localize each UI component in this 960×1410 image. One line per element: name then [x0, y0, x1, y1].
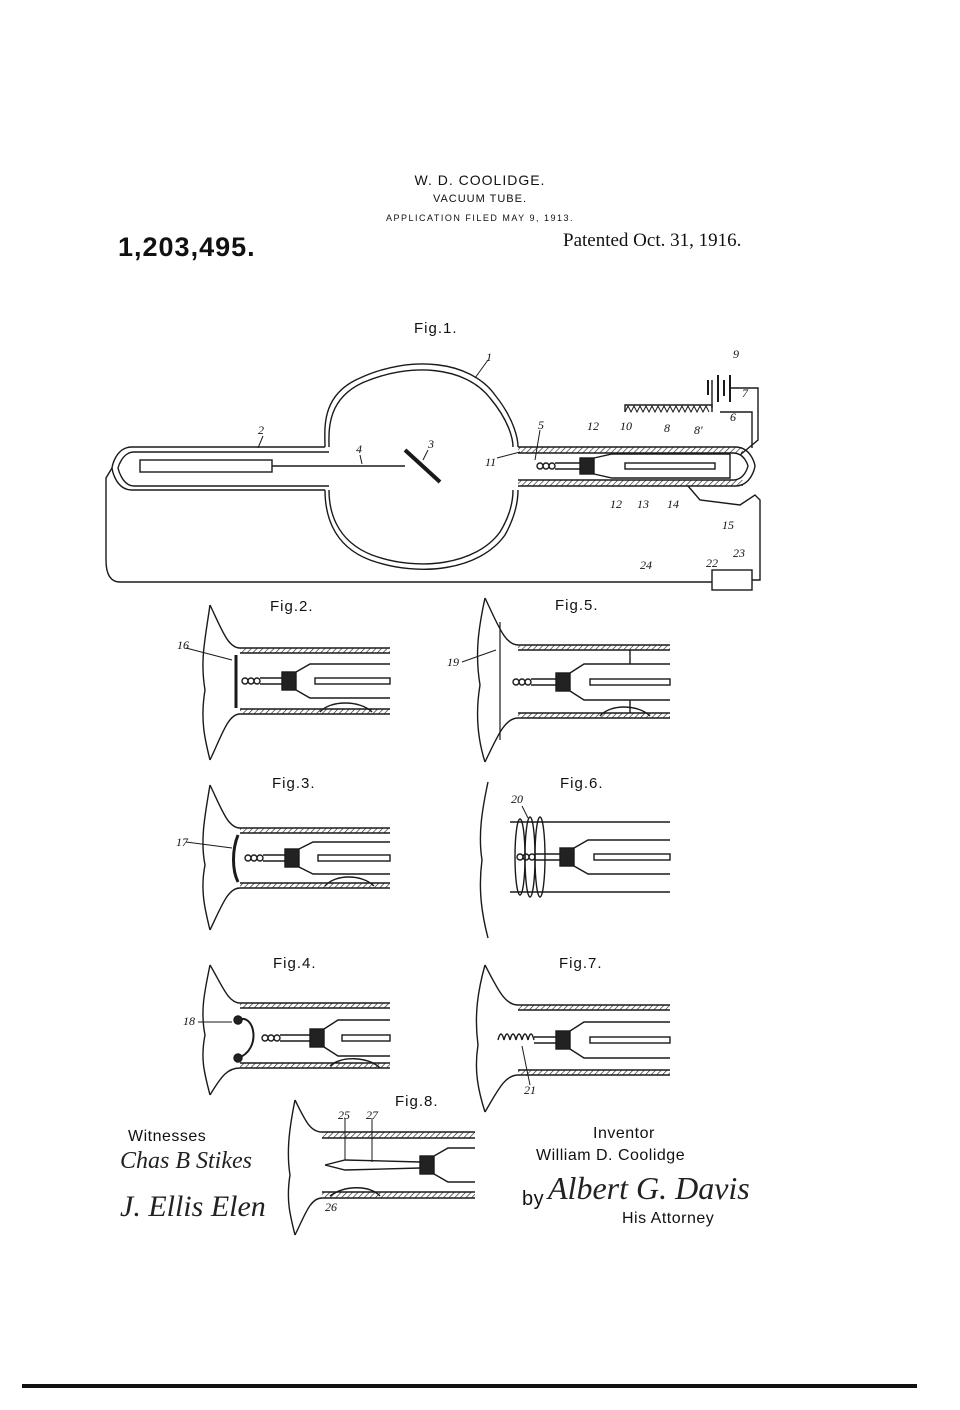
by-label: by — [522, 1188, 545, 1210]
ref-numeral: 13 — [637, 497, 649, 511]
ref-numeral: 12 — [610, 497, 622, 511]
figure-2-drawing — [185, 604, 391, 761]
witness-signature-2: J. Ellis Elen — [120, 1190, 266, 1223]
ref-numeral: 4 — [356, 442, 362, 456]
figure-3-label: Fig.3. — [272, 775, 316, 792]
ref-numeral: 3 — [428, 437, 434, 451]
patented-date: Patented Oct. 31, 1916. — [563, 230, 742, 251]
ref-numeral: 27 — [366, 1108, 378, 1122]
ref-numeral: 15 — [722, 518, 734, 532]
figure-8-label: Fig.8. — [395, 1093, 439, 1110]
figure-1-label: Fig.1. — [414, 320, 458, 337]
figure-7-label: Fig.7. — [559, 955, 603, 972]
figure-3-drawing — [185, 784, 391, 931]
attorney-label: His Attorney — [622, 1210, 715, 1227]
figure-4-drawing — [198, 964, 391, 1096]
figure-7-drawing — [475, 964, 671, 1113]
witness-signature-1: Chas B Stikes — [120, 1148, 252, 1174]
ref-numeral: 21 — [524, 1083, 536, 1097]
ref-numeral: 18 — [183, 1014, 195, 1028]
ref-numeral: 7 — [742, 386, 748, 400]
inventor-name: William D. Coolidge — [536, 1147, 686, 1164]
figure-6-drawing — [479, 781, 671, 939]
ref-numeral: 5 — [538, 418, 544, 432]
figure-6-label: Fig.6. — [560, 775, 604, 792]
ref-numeral: 1 — [486, 350, 492, 364]
figure-5-label: Fig.5. — [555, 597, 599, 614]
ref-numeral: 10 — [620, 419, 632, 433]
inventor-label: Inventor — [593, 1125, 655, 1142]
ref-numeral: 25 — [338, 1108, 350, 1122]
witnesses-label: Witnesses — [128, 1128, 207, 1145]
ref-numeral: 19 — [447, 655, 459, 669]
ref-numeral: 6 — [730, 410, 736, 424]
ref-numeral: 24 — [640, 558, 652, 572]
figure-2-label: Fig.2. — [270, 598, 314, 615]
ref-numeral: 17 — [176, 835, 188, 849]
ref-numeral: 20 — [511, 792, 523, 806]
application-filed-date: APPLICATION FILED MAY 9, 1913. — [385, 213, 575, 223]
ref-numeral: 12 — [587, 419, 599, 433]
ref-numeral: 16 — [177, 638, 189, 652]
ref-numeral: 22 — [706, 556, 718, 570]
ref-numeral: 8' — [694, 423, 703, 437]
attorney-signature: Albert G. Davis — [548, 1170, 750, 1206]
figure-4-label: Fig.4. — [273, 955, 317, 972]
figure-8-drawing — [287, 1099, 475, 1236]
bottom-rule — [22, 1384, 917, 1388]
ref-numeral: 11 — [485, 455, 497, 469]
patent-number: 1,203,495. — [118, 232, 256, 262]
figure-5-drawing — [461, 597, 671, 763]
patent-title: VACUUM TUBE. — [432, 193, 528, 205]
ref-numeral: 2 — [258, 423, 264, 437]
figure-1-drawing — [105, 359, 761, 591]
ref-numeral: 26 — [325, 1200, 337, 1214]
ref-numeral: 23 — [733, 546, 745, 560]
ref-numeral: 14 — [667, 497, 679, 511]
inventor-name-header: W. D. COOLIDGE. — [414, 172, 546, 188]
ref-numeral: 9 — [733, 347, 739, 361]
ref-numeral: 8 — [664, 421, 670, 435]
